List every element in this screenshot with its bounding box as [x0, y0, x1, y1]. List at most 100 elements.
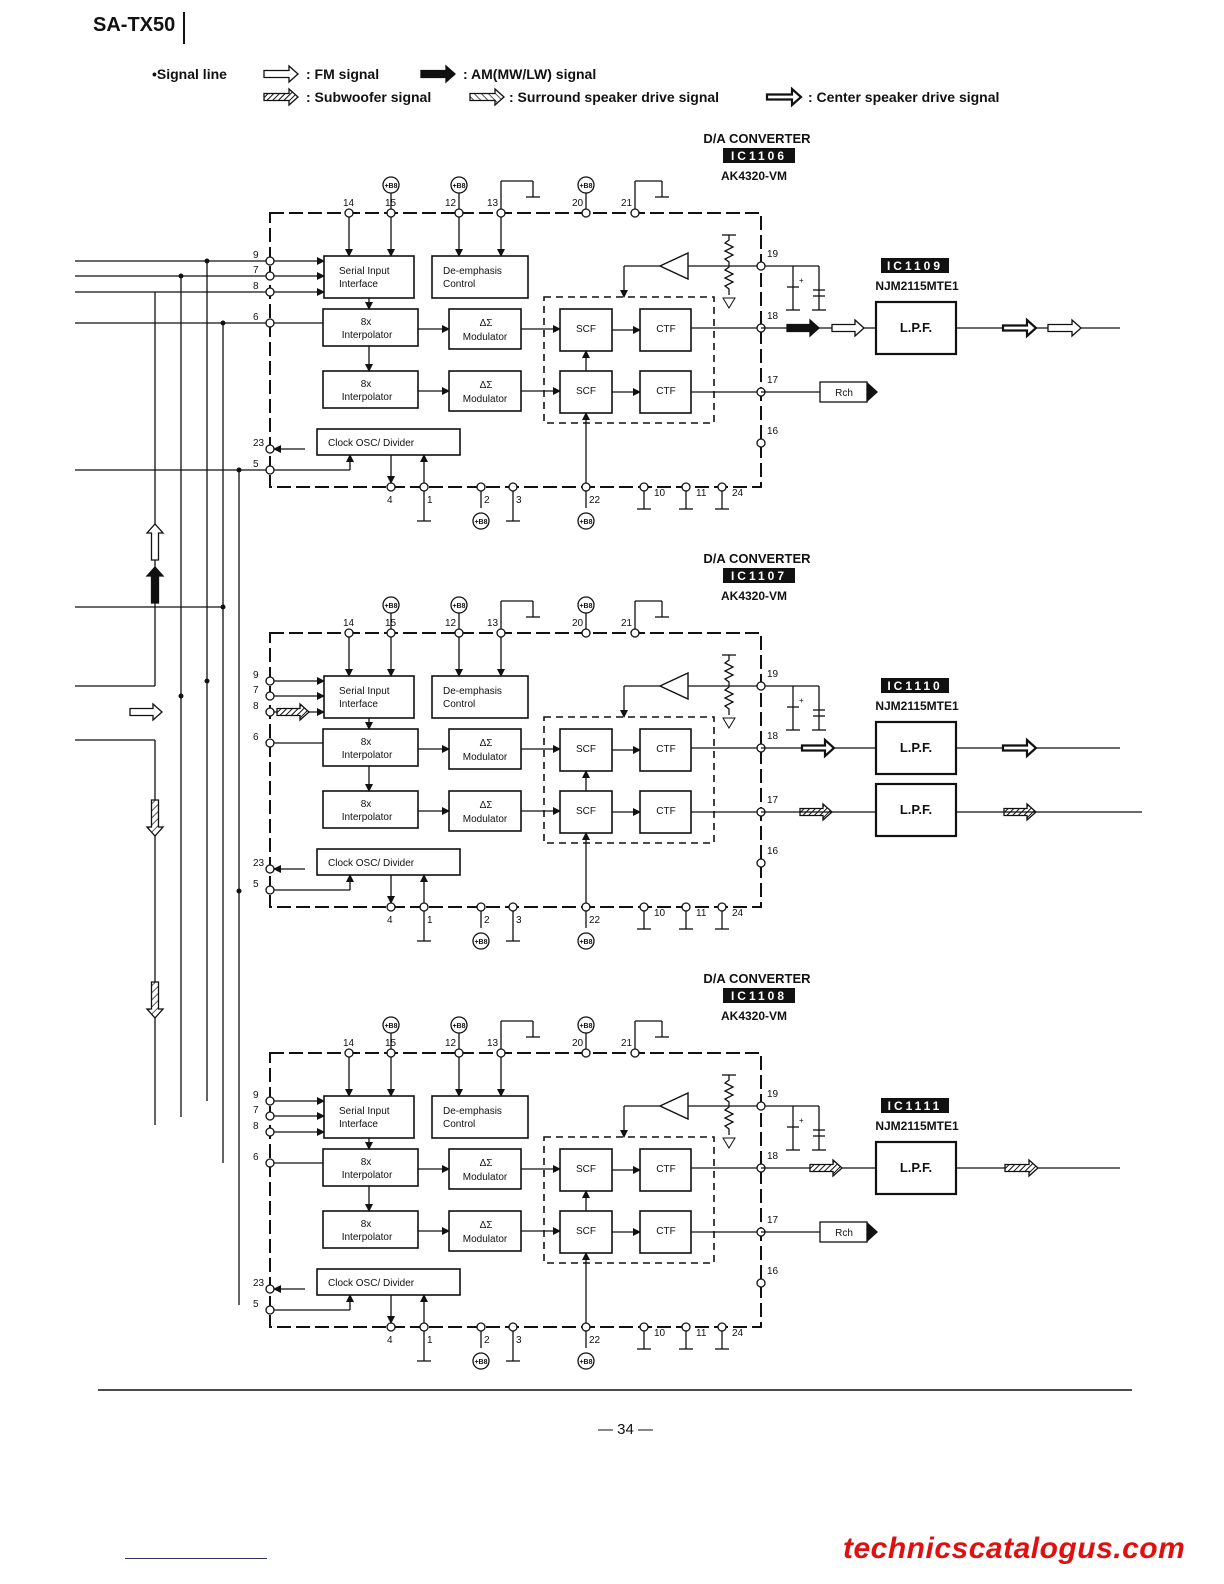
interpolator-box [322, 1210, 419, 1249]
pin-label: 18 [767, 311, 779, 322]
rch-arrow-icon [867, 1222, 878, 1242]
pin-node [639, 902, 649, 912]
pin-label: 16 [767, 846, 779, 857]
box-label: SCF [576, 386, 596, 397]
pin-node [756, 1101, 766, 1111]
pin-label: 22 [589, 495, 601, 506]
box-label: Interpolator [342, 750, 393, 761]
arrow-shape [1047, 318, 1082, 338]
supply-circle [450, 596, 468, 614]
pin-node [386, 1048, 396, 1058]
arrow-shape [145, 566, 165, 604]
supply-circle [450, 176, 468, 194]
arrow-shape [786, 318, 820, 338]
pin-label: 12 [445, 618, 457, 629]
interpolator-box [322, 370, 419, 409]
pin-node [265, 465, 275, 475]
pin-node [386, 628, 396, 638]
arrow-shape [809, 1158, 843, 1178]
supply-label: +B8 [474, 519, 487, 526]
box-label: CTF [656, 806, 675, 817]
dac-block-ic1106: D/A CONVERTERIC1106AK4320-VM141512132021… [253, 131, 1120, 530]
ic-number: IC1108 [731, 989, 787, 1003]
supply-b8-icon: +B8 [577, 932, 595, 950]
rch-label: Rch [835, 388, 853, 399]
pin-node [454, 1048, 464, 1058]
box-label: SCF [576, 1164, 596, 1175]
ic-number: IC1110 [887, 679, 942, 693]
pin-label: 11 [696, 908, 707, 919]
pin-node [496, 208, 506, 218]
resistor-divider-icon [723, 1075, 735, 1135]
box-label: Interpolator [342, 1232, 393, 1243]
pin-node [681, 482, 691, 492]
box-label: SCF [576, 806, 596, 817]
box-label: Modulator [463, 332, 508, 343]
pin-node [476, 902, 486, 912]
supply-label: +B8 [452, 183, 465, 190]
pin-node [265, 1111, 275, 1121]
ic-part-number: NJM2115MTE1 [875, 699, 959, 713]
box-label: 8x [361, 1219, 372, 1230]
pin-node [581, 1048, 591, 1058]
supply-circle [472, 932, 490, 950]
pin-node [265, 1284, 275, 1294]
box-label: Clock OSC/ Divider [328, 858, 415, 869]
box-label: Control [443, 1119, 475, 1130]
box-label: ΔΣ [480, 800, 493, 811]
supply-circle [382, 1016, 400, 1034]
ic-tag [881, 1098, 949, 1113]
amplifier-icon [658, 1091, 689, 1121]
hollow-signal-arrow-icon [831, 318, 865, 338]
pin-node [639, 482, 649, 492]
pin-label: 9 [253, 250, 259, 261]
pin-node [265, 691, 275, 701]
pin-label: 2 [484, 1335, 490, 1346]
pin-node [419, 1322, 429, 1332]
legend-heading-text: Signal line [156, 66, 227, 82]
delta-sigma-modulator-box [448, 1148, 522, 1190]
pin-label: 1 [427, 1335, 433, 1346]
legend-surround: : Surround speaker drive signal [509, 89, 720, 105]
pin-label: 10 [654, 1328, 666, 1339]
pin-label: 8 [253, 1121, 259, 1132]
pin-node [476, 1322, 486, 1332]
ic-part-number: AK4320-VM [721, 1009, 787, 1023]
pin-node [454, 208, 464, 218]
arrow-shape [1001, 737, 1038, 759]
supply-b8-icon: +B8 [382, 1016, 400, 1034]
supply-label: +B8 [384, 183, 397, 190]
box-label: SCF [576, 1226, 596, 1237]
pin-label: 5 [253, 1299, 259, 1310]
ic-part-number: AK4320-VM [721, 169, 787, 183]
pin-label: 18 [767, 731, 779, 742]
pin-node [630, 208, 640, 218]
pin-node [756, 1278, 766, 1288]
pin-label: 9 [253, 670, 259, 681]
box-label: ΔΣ [480, 318, 493, 329]
supply-circle [577, 596, 595, 614]
supply-b8-icon: +B8 [382, 176, 400, 194]
ctf-box [639, 370, 692, 414]
serial-input-interface-box [323, 1095, 415, 1139]
pin-node [419, 482, 429, 492]
supply-circle [382, 596, 400, 614]
supply-b8-icon: +B8 [450, 1016, 468, 1034]
pin-node [630, 628, 640, 638]
pin-node [386, 902, 396, 912]
amplifier-icon [658, 251, 689, 281]
ic-tag [881, 678, 949, 693]
supply-circle [382, 176, 400, 194]
pin-label: 14 [343, 618, 355, 629]
hatched-signal-arrow-icon [1004, 1158, 1039, 1178]
ic-number: IC1106 [731, 149, 787, 163]
box-label: Interface [339, 1119, 378, 1130]
hatched-signal-arrow-icon [276, 702, 310, 722]
legend-am: : AM(MW/LW) signal [463, 66, 597, 82]
interpolator-box [322, 1148, 419, 1187]
link-underline [125, 1558, 267, 1559]
pin-label: 20 [572, 618, 584, 629]
clock-osc-divider-box [316, 1268, 461, 1296]
interpolator-box [322, 790, 419, 829]
box-label: ΔΣ [480, 1158, 493, 1169]
